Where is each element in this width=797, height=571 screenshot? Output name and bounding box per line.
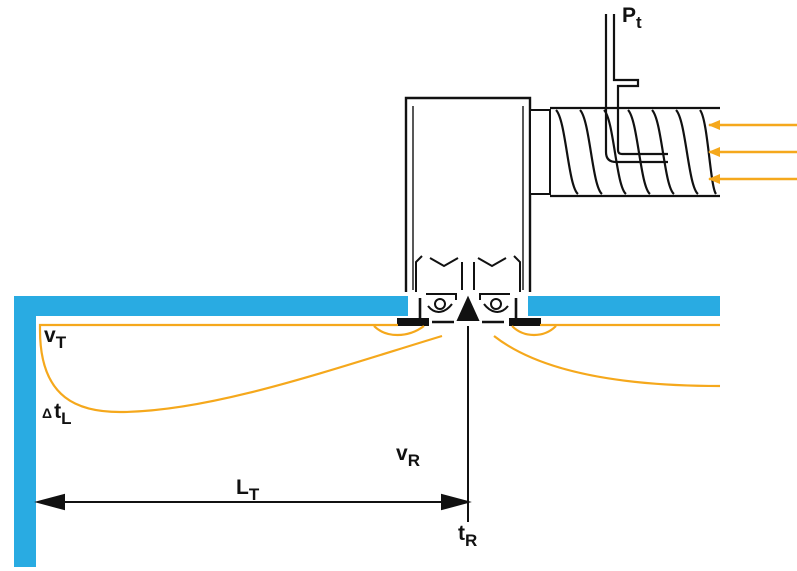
throw-dimension [34,493,472,511]
label-delta-tl: ΔtL [42,400,71,428]
flexible-duct [550,106,720,198]
ceiling-jet-bulge-right [511,325,557,337]
diffuser-icon [397,255,541,326]
throw-envelope-left [38,329,443,414]
room-boundary [14,296,720,567]
supply-air-arrows [708,120,797,184]
left-wall [14,296,36,567]
ceiling-jet-bulge-left [373,325,425,337]
ceiling-right [528,296,720,316]
ceiling-left [14,296,408,316]
duct-collar [529,109,551,195]
label-vr: vR [396,442,420,470]
airflow-paths [38,323,721,414]
label-tr: tR [458,522,477,550]
label-pt: Pt [622,4,642,32]
plenum-box [404,96,532,292]
pitot-tube-icon [604,14,668,164]
label-vt: vT [44,324,67,352]
label-lt: LT [236,476,260,504]
ceiling-jet-left [38,323,398,330]
throw-envelope-right [493,335,721,388]
